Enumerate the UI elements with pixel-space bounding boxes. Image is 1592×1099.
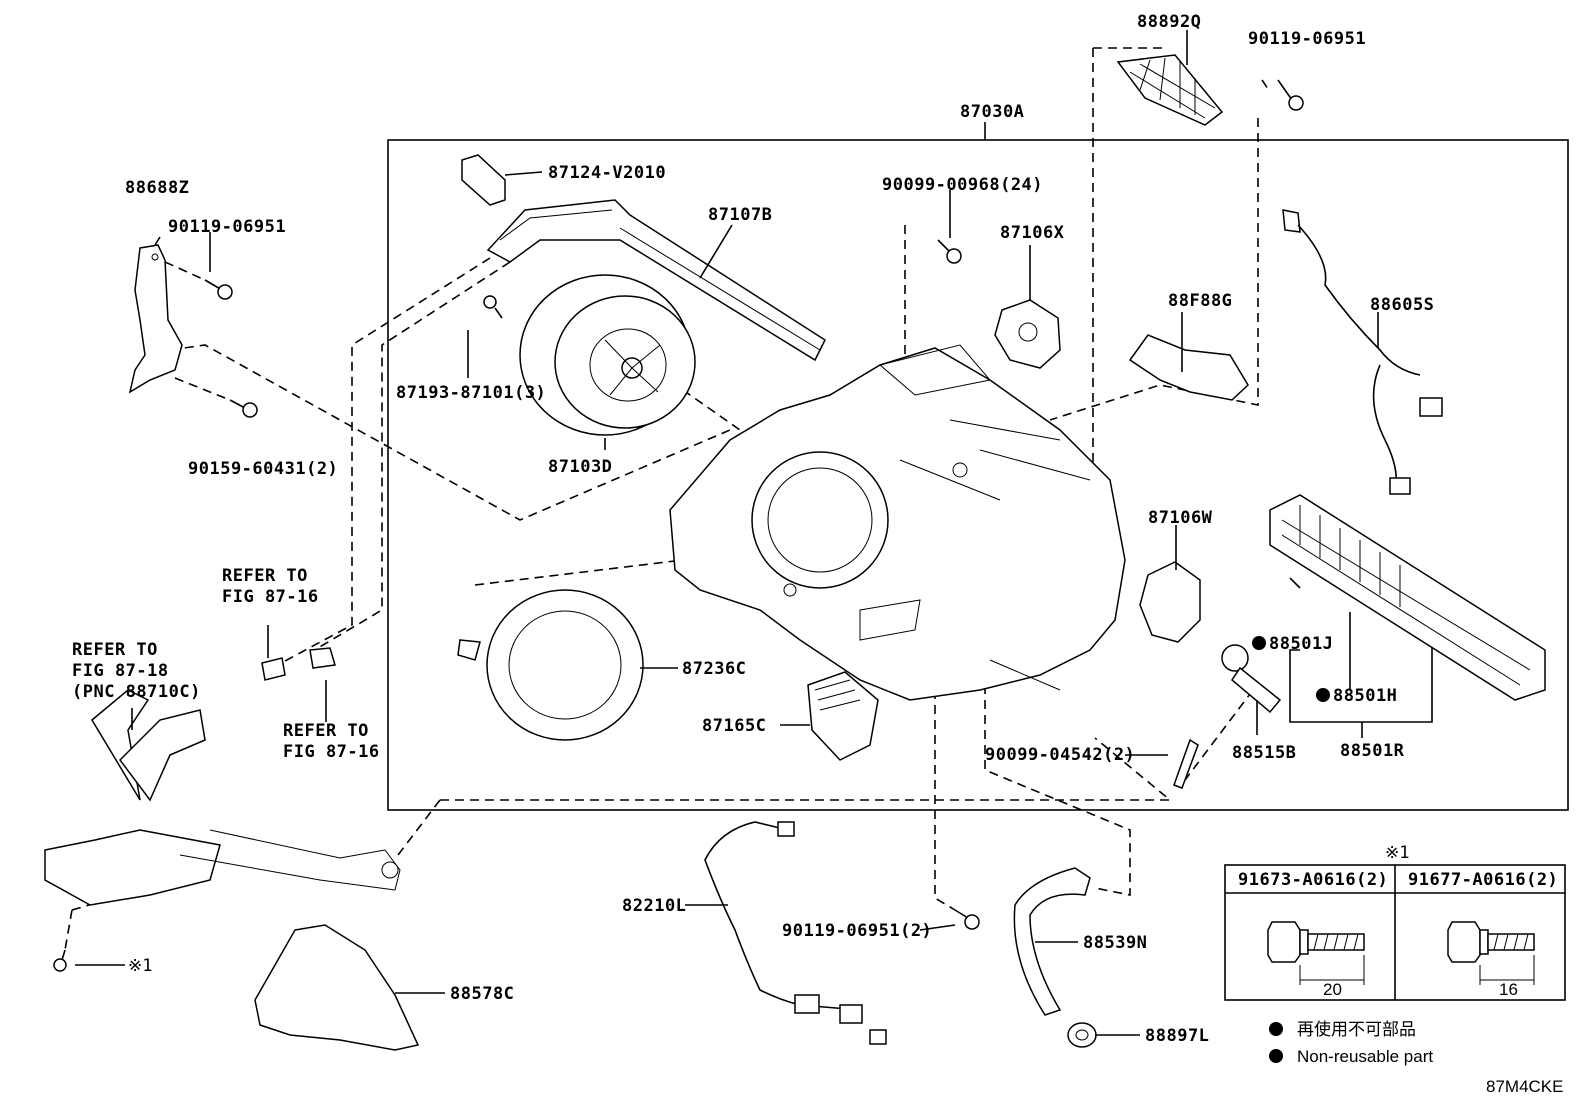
part-88605S-drawing [1282, 209, 1443, 495]
label-88501R: 88501R [1340, 741, 1405, 761]
bolt-90159-60431 [229, 399, 258, 418]
legend-bolt-2-icon [1447, 921, 1535, 985]
refer-87-16-b-line2: FIG 87-16 [283, 742, 380, 762]
legend-col2-length: 16 [1499, 980, 1518, 999]
part-88897L-drawing [1067, 1022, 1097, 1048]
part-88688Z-drawing [128, 236, 183, 394]
refer-87-18-line3: (PNC 88710C) [72, 682, 201, 702]
legend-dot-en [1269, 1049, 1283, 1063]
refer-87-18-line2: FIG 87-18 [72, 661, 169, 681]
label-90119-06951-bottom: 90119-06951(2) [782, 921, 932, 941]
part-hvac-housing-drawing [669, 344, 1126, 701]
part-88539N-drawing [1013, 867, 1091, 1016]
label-88F88G: 88F88G [1168, 291, 1232, 311]
legend-marker: ※1 [1385, 843, 1409, 863]
label-90119-06951-left: 90119-06951 [168, 217, 286, 237]
part-88892Q-drawing [1116, 54, 1224, 126]
label-87030A: 87030A [960, 102, 1024, 122]
bolt-90099-04542 [1173, 738, 1199, 789]
clip-refer-87-16-b [309, 647, 336, 669]
legend-non-reusable-en: Non-reusable part [1297, 1047, 1433, 1066]
part-87165C-drawing [807, 671, 879, 761]
label-82210L: 82210L [622, 896, 686, 916]
label-87107B: 87107B [708, 205, 772, 225]
part-88501R-drawing [1269, 494, 1546, 701]
label-87165C: 87165C [702, 716, 766, 736]
screw-90099-00968 [937, 239, 962, 264]
part-88710C-duct-drawing [44, 689, 401, 906]
label-88605S: 88605S [1370, 295, 1434, 315]
legend-dot-jp [1269, 1022, 1283, 1036]
part-87107B-drawing [486, 199, 826, 362]
label-87103D: 87103D [548, 457, 612, 477]
figure-code: 87M4CKE [1486, 1077, 1563, 1096]
assembly-frame-87030A [387, 139, 1569, 811]
part-88F88G-drawing [1128, 334, 1249, 401]
label-88515B: 88515B [1232, 743, 1296, 763]
label-90099-04542: 90099-04542(2) [985, 745, 1135, 765]
part-87106X-drawing [994, 299, 1061, 369]
refer-87-16-a-line2: FIG 87-16 [222, 587, 319, 607]
label-87106X: 87106X [1000, 223, 1065, 243]
label-90099-00968: 90099-00968(24) [882, 175, 1043, 195]
screw-87193-87101 [483, 295, 503, 319]
label-88501H: 88501H [1333, 686, 1397, 706]
label-88892Q: 88892Q [1137, 12, 1201, 32]
legend-col1-part: 91673-A0616(2) [1238, 870, 1388, 890]
label-90119-06951-top: 90119-06951 [1248, 29, 1366, 49]
clip-refer-87-16-a [261, 657, 286, 681]
refer-87-16-b-line1: REFER TO [283, 721, 369, 741]
label-88539N: 88539N [1083, 933, 1147, 953]
bolt-90119-06951-left [204, 279, 233, 300]
part-82210L-drawing [704, 821, 887, 1045]
bolt-90119-06951-bottom [954, 909, 980, 930]
bolt-legend-table: ※1 91673-A0616(2) 91677-A0616(2) 20 16 [1224, 843, 1566, 1001]
label-90159-60431: 90159-60431(2) [188, 459, 338, 479]
refer-87-16-a-line1: REFER TO [222, 566, 308, 586]
label-87236C: 87236C [682, 659, 746, 679]
label-87124-V2010: 87124-V2010 [548, 163, 666, 183]
label-88501J: 88501J [1269, 634, 1333, 654]
part-87124-V2010-drawing [461, 154, 506, 206]
part-88515B-drawing [1221, 644, 1282, 714]
part-88578C-drawing [254, 924, 420, 1051]
legend-bolt-1-icon [1267, 921, 1365, 985]
label-note-1: ※1 [128, 956, 152, 976]
label-87106W: 87106W [1148, 508, 1213, 528]
bolt-note-1 [53, 949, 125, 972]
label-88578C: 88578C [450, 984, 514, 1004]
legend-col1-length: 20 [1323, 980, 1342, 999]
solid-leaders [131, 30, 1433, 1036]
legend-col2-part: 91677-A0616(2) [1408, 870, 1558, 890]
label-88688Z: 88688Z [125, 178, 189, 198]
part-87106W-drawing [1139, 561, 1201, 643]
non-reusable-dot-88501J [1252, 636, 1266, 650]
label-88897L: 88897L [1145, 1026, 1209, 1046]
legend-non-reusable-jp: 再使用不可部品 [1297, 1019, 1416, 1039]
refer-87-18-line1: REFER TO [72, 640, 158, 660]
bolt-90119-06951-top [1277, 79, 1304, 111]
part-87103D-drawing [519, 274, 696, 436]
part-87236C-drawing [457, 589, 644, 741]
non-reusable-dot-88501H [1316, 688, 1330, 702]
label-87193-87101: 87193-87101(3) [396, 383, 546, 403]
